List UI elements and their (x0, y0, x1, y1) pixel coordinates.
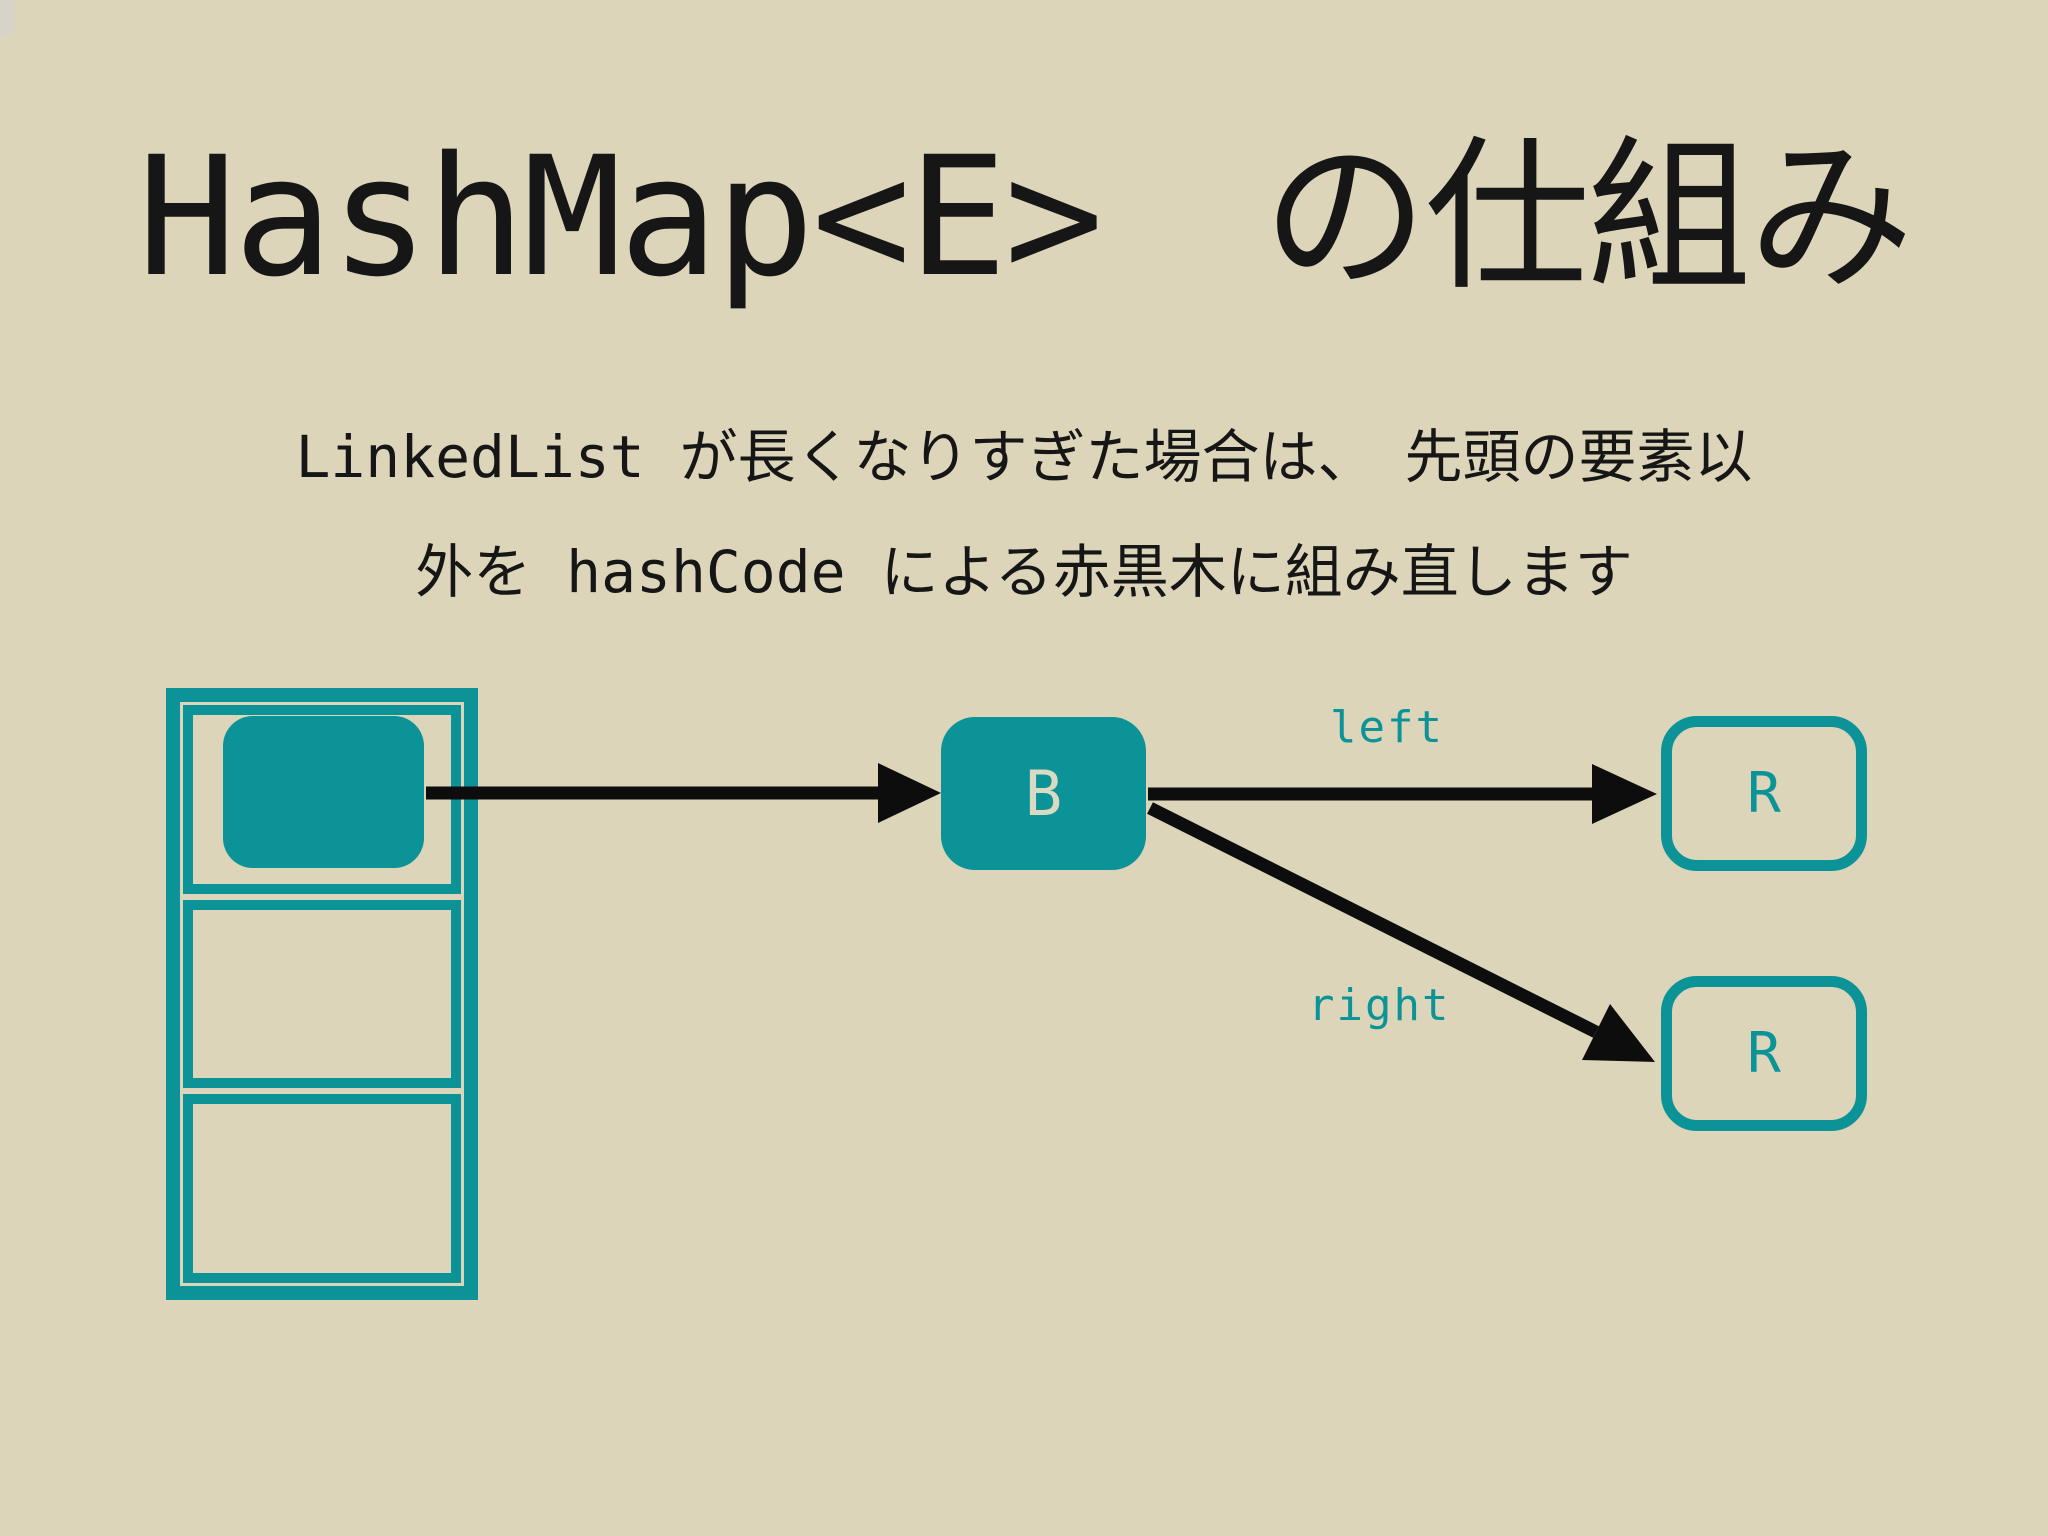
edge-label-right: right (1308, 980, 1451, 1031)
arrow-bucket-to-b (426, 763, 941, 823)
node-label: R (1747, 1021, 1781, 1086)
tree-node-red-left-child: R (1661, 716, 1867, 871)
node-label: B (1024, 757, 1063, 830)
tree-node-red-right-child: R (1661, 976, 1867, 1131)
page-title: HashMap<E> の仕組み (137, 121, 1913, 313)
corner-artifact (0, 0, 14, 36)
bucket-cell-2 (183, 1094, 461, 1284)
tree-node-black-root: B (941, 717, 1146, 870)
node-label: R (1747, 761, 1781, 826)
hash-bucket-array (166, 688, 478, 1300)
arrow-b-to-r-left (1148, 764, 1657, 824)
subtitle: LinkedList が長くなりすぎた場合は、 先頭の要素以 外を hashCo… (0, 400, 2048, 630)
bucket-cell-1 (183, 899, 461, 1089)
subtitle-line-1: LinkedList が長くなりすぎた場合は、 先頭の要素以 (295, 423, 1753, 491)
subtitle-line-2: 外を hashCode による赤黒木に組み直します (415, 538, 1633, 606)
edge-label-left: left (1330, 702, 1444, 753)
arrow-b-to-r-right (1147, 802, 1655, 1062)
bucket-entry-filled (223, 716, 424, 868)
